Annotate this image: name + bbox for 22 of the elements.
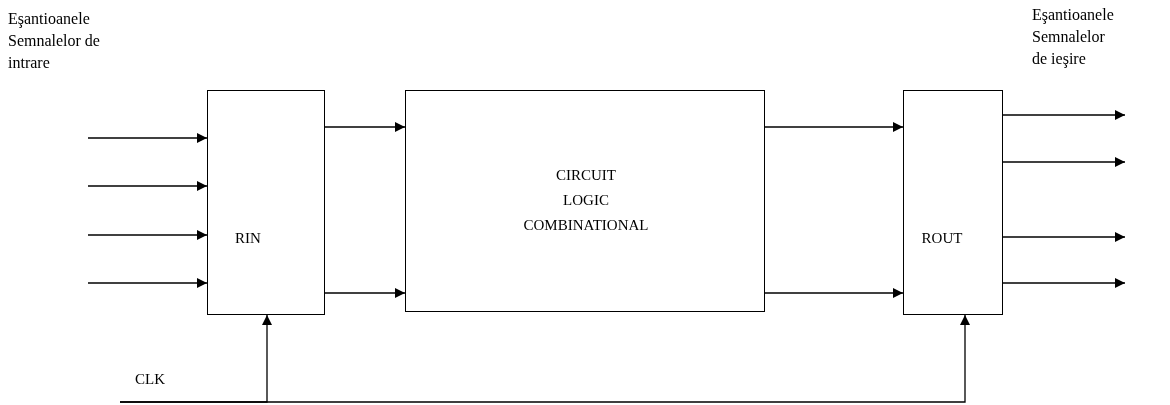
arrow <box>87 181 208 191</box>
clock-label: CLK <box>135 370 166 389</box>
register-box <box>903 90 1003 315</box>
arrow <box>764 288 904 298</box>
arrow <box>119 314 970 403</box>
arrow <box>1002 110 1126 120</box>
input-signals-label: Eşantioanele Semnalelor de intrare <box>8 9 101 73</box>
block-label: ROUT <box>920 229 964 248</box>
arrow <box>1002 278 1126 288</box>
arrow <box>87 278 208 288</box>
arrow <box>1002 157 1126 167</box>
block-label: CIRCUIT LOGIC COMBINATIONAL <box>522 166 650 235</box>
arrow <box>87 133 208 143</box>
arrow <box>87 230 208 240</box>
arrow <box>324 288 406 298</box>
arrow <box>764 122 904 132</box>
block-label: RIN <box>234 229 262 248</box>
output-signals-label: Eşantioanele Semnalelor de ieşire <box>1032 5 1115 70</box>
arrow <box>1002 232 1126 242</box>
register-box <box>207 90 325 315</box>
logic-block <box>405 90 765 312</box>
arrow <box>324 122 406 132</box>
